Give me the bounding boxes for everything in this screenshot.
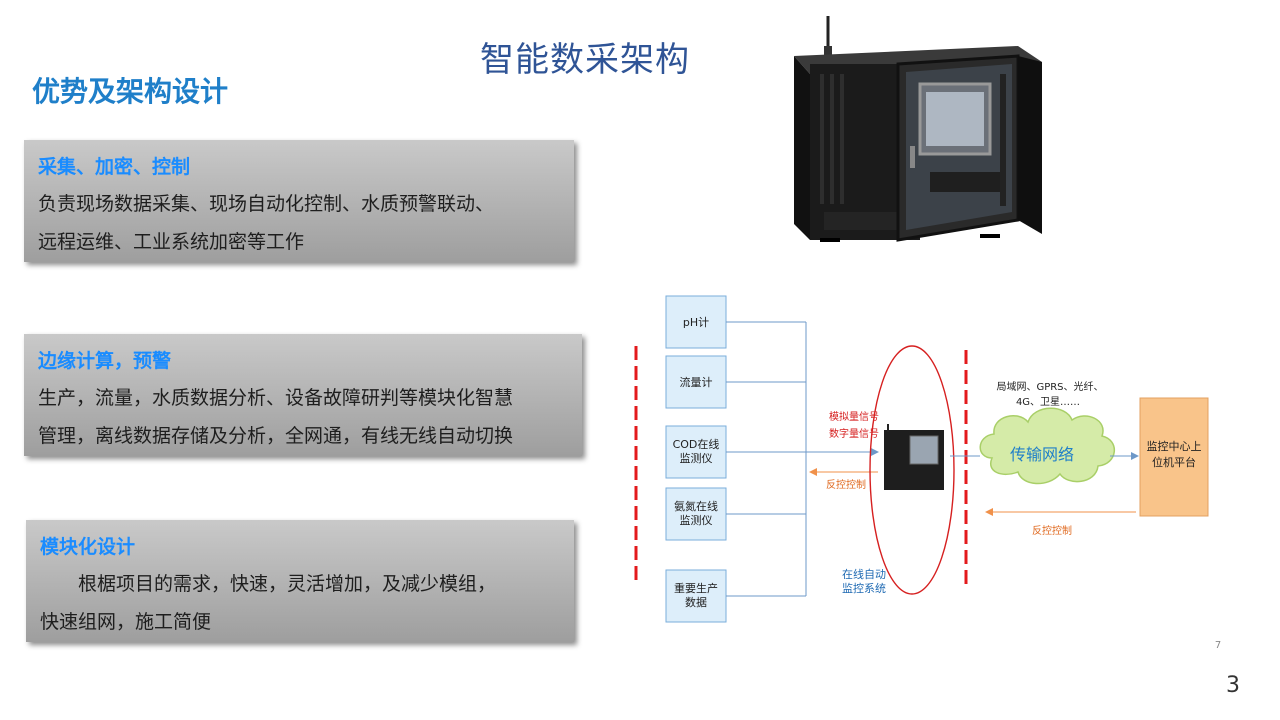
- cloud-icon: [979, 407, 1115, 485]
- svg-text:位机平台: 位机平台: [1152, 455, 1196, 469]
- card-heading: 模块化设计: [40, 536, 136, 558]
- network-types-label: 4G、卫星……: [1016, 396, 1080, 408]
- svg-text:流量计: 流量计: [680, 375, 713, 389]
- source-box-production: 重要生产数据: [665, 569, 727, 623]
- page-number: 3: [1226, 673, 1240, 698]
- system-label: 在线自动: [842, 567, 886, 581]
- card-line: 负责现场数据采集、现场自动化控制、水质预警联动、: [38, 193, 495, 215]
- mini-cabinet-icon: [884, 424, 944, 490]
- return-control-label: 反控控制: [1032, 524, 1072, 537]
- svg-text:监控中心上: 监控中心上: [1147, 439, 1202, 453]
- card-line: 快速组网，施工简便: [40, 611, 212, 633]
- source-box-ammonia: 氨氮在线监测仪: [665, 487, 727, 541]
- cloud-label: 传输网络: [1010, 445, 1074, 464]
- card-heading: 采集、加密、控制: [38, 156, 191, 178]
- card-line: 根椐项目的需求，快速，灵活增加，及减少模组，: [78, 573, 497, 595]
- system-label: 监控系统: [842, 581, 886, 595]
- card-line: 生产，流量，水质数据分析、设备故障研判等模块化智慧: [38, 387, 514, 409]
- figure-number: 7: [1215, 640, 1221, 651]
- svg-text:COD在线监测仪: COD在线监测仪: [673, 437, 720, 465]
- card-modular-design: 模块化设计 根椐项目的需求，快速，灵活增加，及减少模组， 快速组网，施工简便: [26, 520, 574, 642]
- source-box-ph: pH计: [665, 295, 727, 349]
- digital-signal-label: 数字量信号: [829, 427, 879, 440]
- svg-text:pH计: pH计: [683, 316, 709, 329]
- architecture-diagram: pH计 流量计 COD在线监测仪 氨氮在线监测仪 重要生产数据 模拟量信号 数字…: [634, 295, 1221, 651]
- card-edge-computing: 边缘计算，预警 生产，流量，水质数据分析、设备故障研判等模块化智慧 管理，离线数…: [24, 334, 582, 456]
- section-subtitle: 优势及架构设计: [32, 75, 229, 108]
- card-collection: 采集、加密、控制 负责现场数据采集、现场自动化控制、水质预警联动、 远程运维、工…: [24, 140, 574, 262]
- analog-signal-label: 模拟量信号: [829, 410, 879, 423]
- monitoring-center-box: 监控中心上 位机平台: [1139, 397, 1209, 517]
- network-cabinet-image: [794, 16, 1042, 242]
- source-box-cod: COD在线监测仪: [665, 425, 727, 479]
- feedback-control-label: 反控控制: [826, 478, 866, 491]
- source-box-flow: 流量计: [665, 355, 727, 409]
- system-ellipse: [869, 345, 955, 595]
- svg-text:重要生产数据: 重要生产数据: [674, 581, 718, 609]
- card-line: 远程运维、工业系统加密等工作: [38, 231, 305, 253]
- slide-title: 智能数采架构: [480, 40, 690, 80]
- card-line: 管理，离线数据存储及分析，全网通，有线无线自动切换: [38, 425, 514, 447]
- card-heading: 边缘计算，预警: [38, 350, 172, 372]
- network-types-label: 局域网、GPRS、光纤、: [996, 380, 1103, 393]
- svg-text:氨氮在线监测仪: 氨氮在线监测仪: [674, 499, 718, 527]
